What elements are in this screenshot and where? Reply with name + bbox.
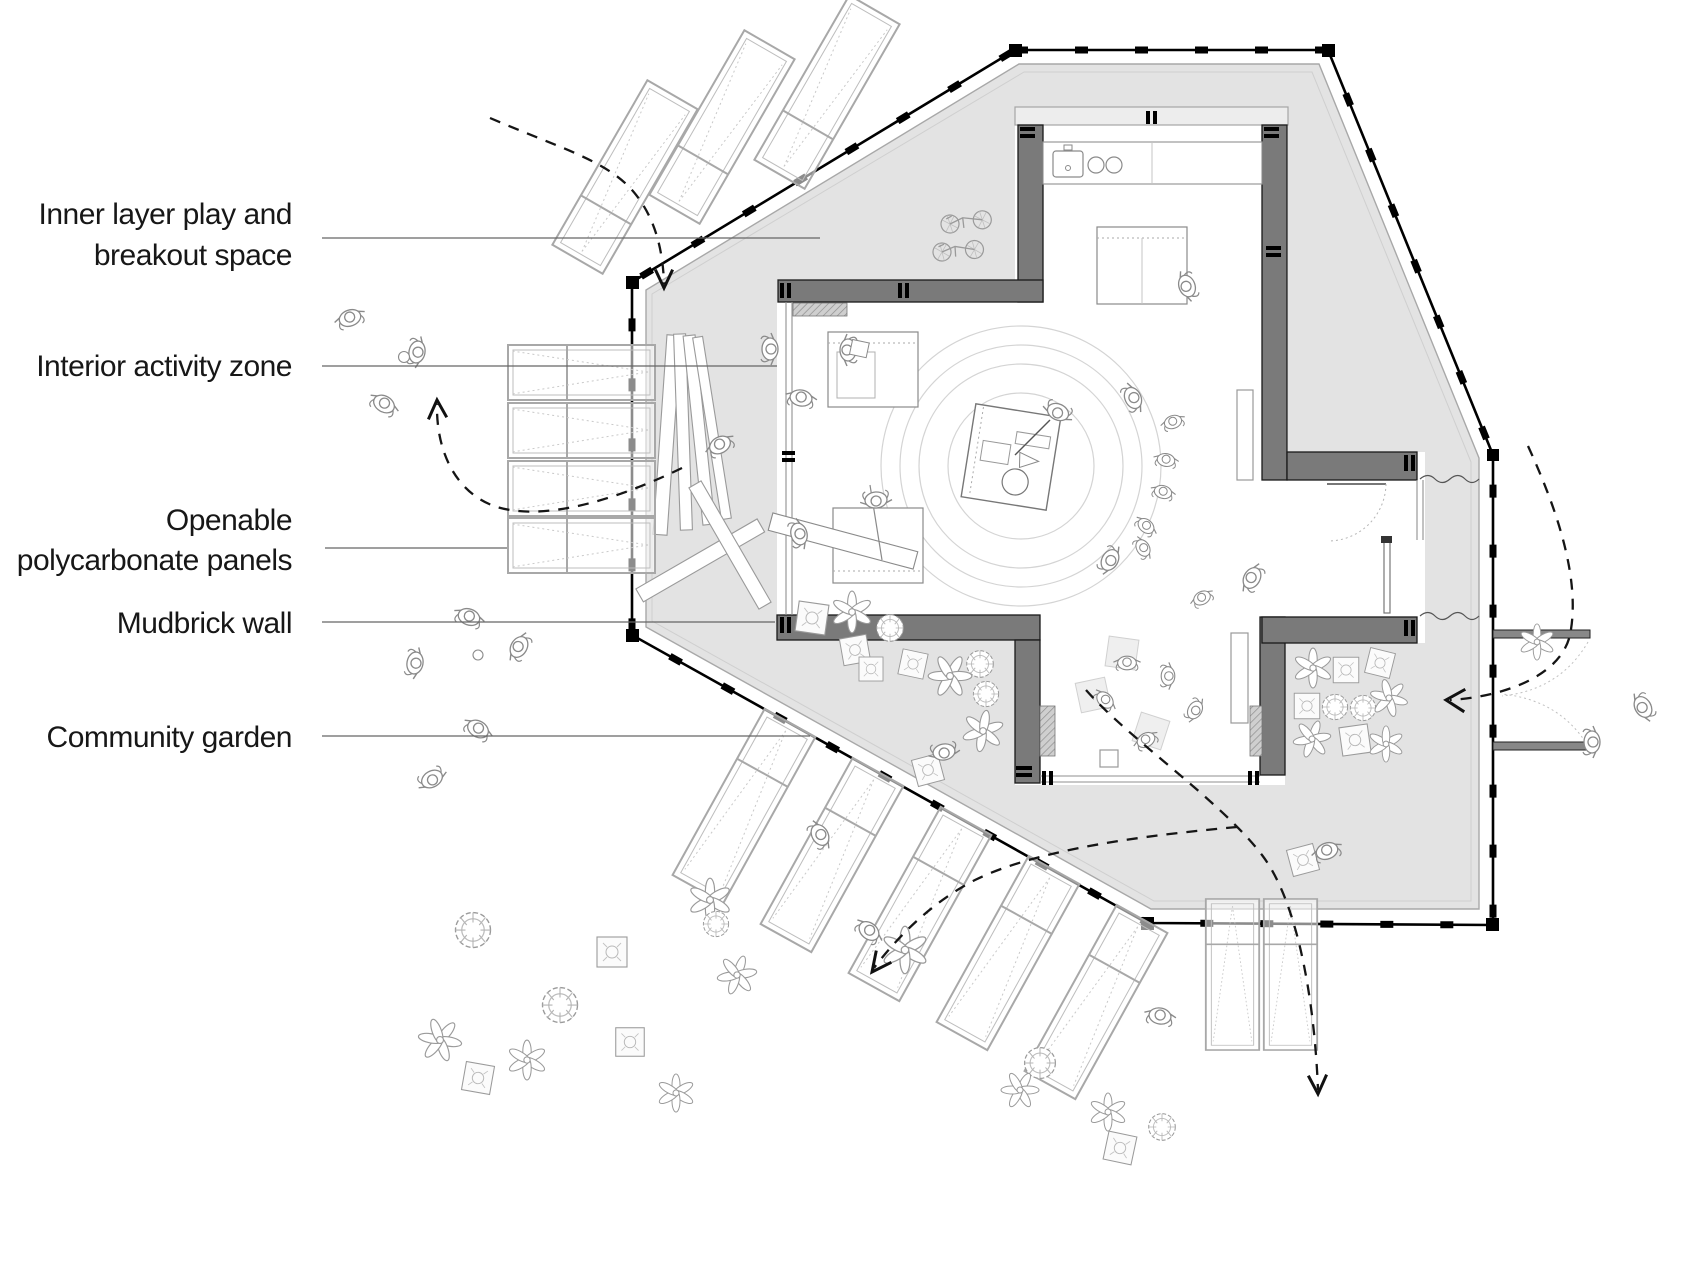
- label-openable-line2: polycarbonate panels: [17, 544, 292, 577]
- table-top-arm: [1096, 226, 1188, 305]
- dashed-arrow-icon: [435, 403, 683, 513]
- interior-doors: [1327, 483, 1392, 614]
- dashed-arrow-icon: [489, 116, 666, 285]
- basin-icon: [1087, 156, 1105, 174]
- activity-rug: [880, 325, 1162, 607]
- door-swing-icon: [1501, 693, 1589, 747]
- door-swing-icon: [1501, 641, 1589, 697]
- ball-icon: [397, 350, 411, 364]
- pointer-stick: [1014, 419, 1051, 456]
- label-openable-line1: Openable: [166, 504, 292, 537]
- table-center: [960, 403, 1062, 511]
- wall-junction-ticks: [780, 111, 1415, 785]
- people-figures: [331, 267, 1660, 1029]
- circulation-arrows: [435, 116, 1574, 1091]
- label-inner-layer-line2: breakout space: [94, 239, 292, 272]
- arrowheads: [427, 269, 1467, 1098]
- north-glass-band: [1014, 106, 1289, 126]
- tables: [767, 226, 1188, 584]
- break-lines: [1419, 474, 1480, 621]
- play-planks: [635, 333, 772, 610]
- openable-panels-left: [507, 344, 656, 574]
- sink-icon: [1052, 150, 1084, 178]
- dashed-arrow-icon: [1085, 689, 1320, 1091]
- label-interior-activity: Interior activity zone: [36, 350, 292, 383]
- annotation-leaders: [322, 237, 820, 737]
- interior-room: [776, 106, 1480, 785]
- label-inner-layer-line1: Inner layer play and: [39, 198, 293, 231]
- kitchen-counter: [1042, 141, 1263, 185]
- label-community-garden: Community garden: [47, 721, 292, 754]
- facade-outline: [630, 48, 1495, 927]
- table-west-2: [767, 484, 924, 584]
- basin-icon: [1105, 156, 1123, 174]
- dashed-arrow-icon: [873, 825, 1238, 969]
- dashed-arrow-icon: [1449, 445, 1574, 702]
- ball-icon: [472, 649, 484, 661]
- hatched-stubs: [792, 302, 1263, 757]
- annotation-labels: Inner layer play and breakout space Inte…: [17, 198, 293, 754]
- benches: [1099, 389, 1254, 768]
- label-mudbrick-wall: Mudbrick wall: [117, 607, 292, 640]
- mudbrick-walls: [776, 124, 1418, 784]
